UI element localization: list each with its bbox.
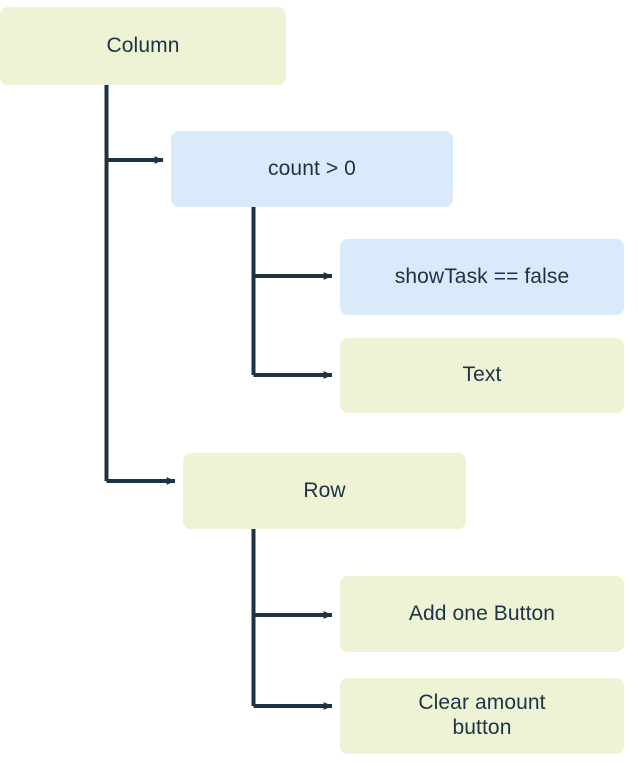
edge-row-children (251, 529, 333, 710)
node-row[interactable]: Row (183, 453, 466, 529)
node-clear-amount-button[interactable]: Clear amount button (340, 678, 624, 754)
edge-count-children (251, 207, 333, 379)
node-text[interactable]: Text (340, 338, 624, 413)
node-add-one-button[interactable]: Add one Button (340, 576, 624, 652)
edge-column-children (104, 85, 176, 485)
node-column[interactable]: Column (0, 7, 286, 85)
node-showtask-condition[interactable]: showTask == false (340, 239, 624, 315)
node-count-condition[interactable]: count > 0 (171, 131, 453, 207)
